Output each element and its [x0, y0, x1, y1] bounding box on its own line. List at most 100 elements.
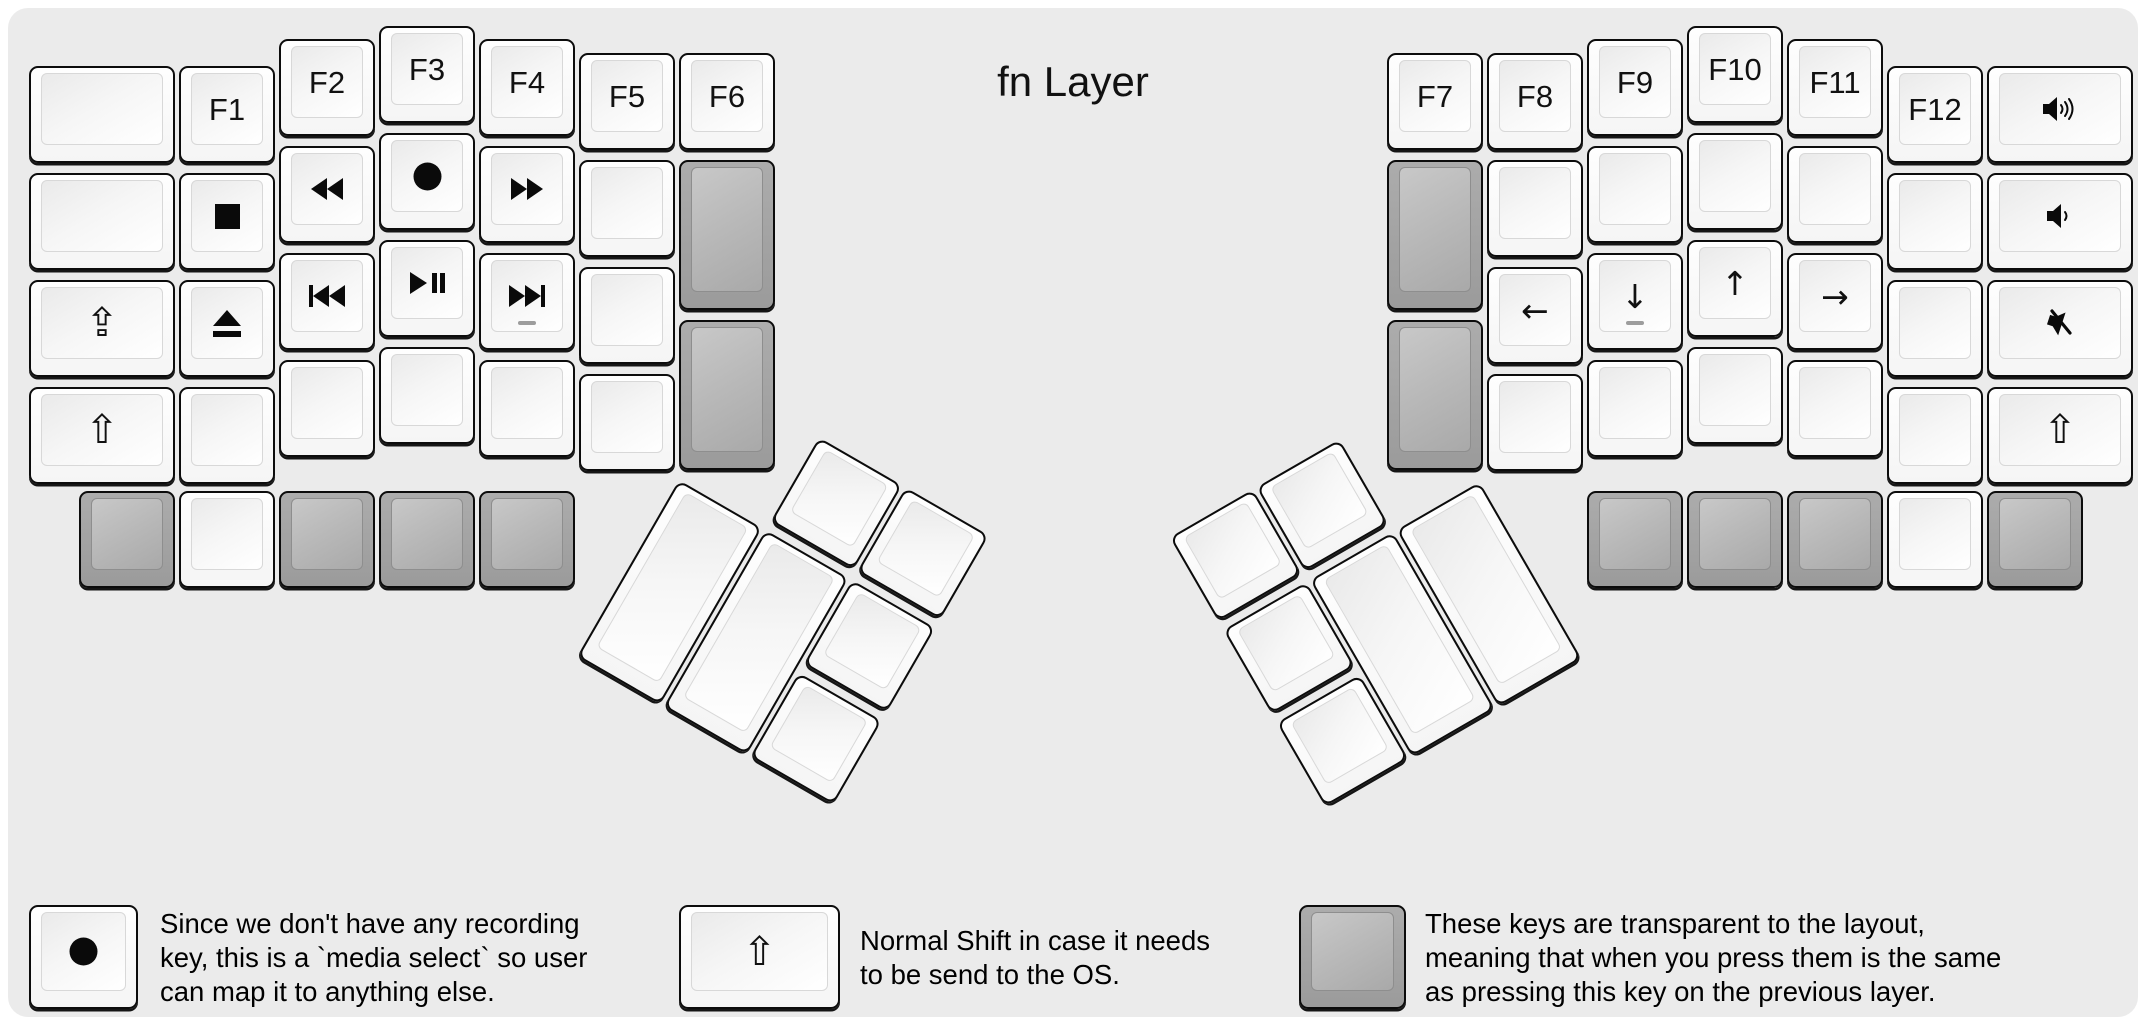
key-blank[interactable]	[1887, 280, 1983, 377]
key-blank[interactable]	[1687, 133, 1783, 230]
key-label: F2	[308, 64, 346, 100]
key-arrow-up-glyph: ↑	[1721, 263, 1749, 303]
key-play-pause[interactable]	[379, 240, 475, 337]
keycap-surface	[1799, 498, 1871, 570]
keycap-surface	[41, 73, 163, 145]
key-f12[interactable]: F12	[1887, 66, 1983, 163]
key-blank[interactable]	[1787, 146, 1883, 243]
key-f8[interactable]: F8	[1487, 53, 1583, 150]
play-pause-icon	[409, 271, 446, 295]
key-f9[interactable]: F9	[1587, 39, 1683, 136]
key-blank[interactable]	[1587, 360, 1683, 457]
key-blank[interactable]	[1687, 347, 1783, 444]
key-transparent[interactable]	[1387, 320, 1483, 470]
key-f2[interactable]: F2	[279, 39, 375, 136]
eject-icon	[211, 309, 243, 338]
key-fast-forward[interactable]	[479, 146, 575, 243]
keycap-surface: →	[1799, 260, 1871, 332]
key-blank[interactable]	[29, 66, 175, 163]
key-mute[interactable]	[1987, 280, 2133, 377]
key-f3[interactable]: F3	[379, 26, 475, 123]
keycap-surface	[491, 153, 563, 225]
keycap-surface	[491, 498, 563, 570]
key-blank[interactable]	[379, 347, 475, 444]
legend-text-line: key, this is a `media select` so user	[160, 942, 588, 973]
homing-dash	[518, 321, 536, 325]
key-record[interactable]	[379, 133, 475, 230]
key-stop[interactable]	[179, 173, 275, 270]
key-arrow-up[interactable]: ↑	[1687, 240, 1783, 337]
keycap-surface: F2	[291, 46, 363, 118]
key-blank[interactable]	[1587, 146, 1683, 243]
keycap-surface	[1311, 912, 1394, 991]
key-transparent[interactable]	[479, 491, 575, 588]
fast-forward-icon	[510, 177, 544, 201]
legend-record-key	[29, 905, 138, 1009]
key-blank[interactable]	[579, 267, 675, 364]
key-transparent[interactable]	[1987, 491, 2083, 588]
key-transparent[interactable]	[379, 491, 475, 588]
key-transparent[interactable]	[1387, 160, 1483, 310]
key-blank[interactable]	[1887, 491, 1983, 588]
key-blank[interactable]	[279, 360, 375, 457]
keycap-surface	[1599, 153, 1671, 225]
legend-text-line: can map it to anything else.	[160, 976, 495, 1007]
key-transparent[interactable]	[1587, 491, 1683, 588]
key-blank[interactable]	[1787, 360, 1883, 457]
key-blank[interactable]	[29, 173, 175, 270]
keycap-surface	[1237, 594, 1336, 693]
keycap-surface	[1399, 167, 1471, 292]
key-shift-right[interactable]: ⇧	[1987, 387, 2133, 484]
key-f5[interactable]: F5	[579, 53, 675, 150]
key-f7[interactable]: F7	[1387, 53, 1483, 150]
keycap-surface	[291, 153, 363, 225]
key-transparent[interactable]	[279, 491, 375, 588]
key-transparent[interactable]	[679, 160, 775, 310]
key-blank[interactable]	[579, 160, 675, 257]
keycap-surface	[191, 287, 263, 359]
key-transparent[interactable]	[1687, 491, 1783, 588]
homing-dash	[1626, 321, 1644, 325]
key-caps-lock[interactable]: ⇪	[29, 280, 175, 377]
key-arrow-right[interactable]: →	[1787, 253, 1883, 350]
key-blank[interactable]	[1487, 374, 1583, 471]
keycap-surface	[1999, 287, 2121, 359]
key-f10[interactable]: F10	[1687, 26, 1783, 123]
keycap-surface: ⇧	[1999, 394, 2121, 466]
keycap-surface: F9	[1599, 46, 1671, 118]
key-blank[interactable]	[179, 491, 275, 588]
key-volume-up[interactable]	[1987, 66, 2133, 163]
key-transparent[interactable]	[679, 320, 775, 470]
key-shift-left[interactable]: ⇧	[29, 387, 175, 484]
key-prev-track[interactable]	[279, 253, 375, 350]
legend-text-line: Since we don't have any recording	[160, 908, 580, 939]
key-rewind[interactable]	[279, 146, 375, 243]
keycap-surface	[1899, 498, 1971, 570]
key-next-track[interactable]	[479, 253, 575, 350]
key-volume-down[interactable]	[1987, 173, 2133, 270]
key-blank[interactable]	[579, 374, 675, 471]
key-eject[interactable]	[179, 280, 275, 377]
keycap-surface	[41, 180, 163, 252]
keycap-surface: F8	[1499, 60, 1571, 132]
key-f4[interactable]: F4	[479, 39, 575, 136]
key-blank[interactable]	[1487, 160, 1583, 257]
key-blank[interactable]	[1887, 173, 1983, 270]
keycap-surface	[1183, 501, 1282, 600]
key-label: F4	[508, 64, 546, 100]
key-f6[interactable]: F6	[679, 53, 775, 150]
key-transparent[interactable]	[1787, 491, 1883, 588]
key-transparent[interactable]	[79, 491, 175, 588]
keycap-surface	[491, 367, 563, 439]
key-blank[interactable]	[479, 360, 575, 457]
key-f11[interactable]: F11	[1787, 39, 1883, 136]
keycap-surface: F12	[1899, 73, 1971, 145]
key-blank[interactable]	[179, 387, 275, 484]
key-arrow-left[interactable]: ←	[1487, 267, 1583, 364]
keycap-surface	[491, 260, 563, 332]
legend-text-line: Normal Shift in case it needs	[860, 925, 1211, 956]
key-arrow-down[interactable]: ↓	[1587, 253, 1683, 350]
key-blank[interactable]	[1887, 387, 1983, 484]
key-f1[interactable]: F1	[179, 66, 275, 163]
